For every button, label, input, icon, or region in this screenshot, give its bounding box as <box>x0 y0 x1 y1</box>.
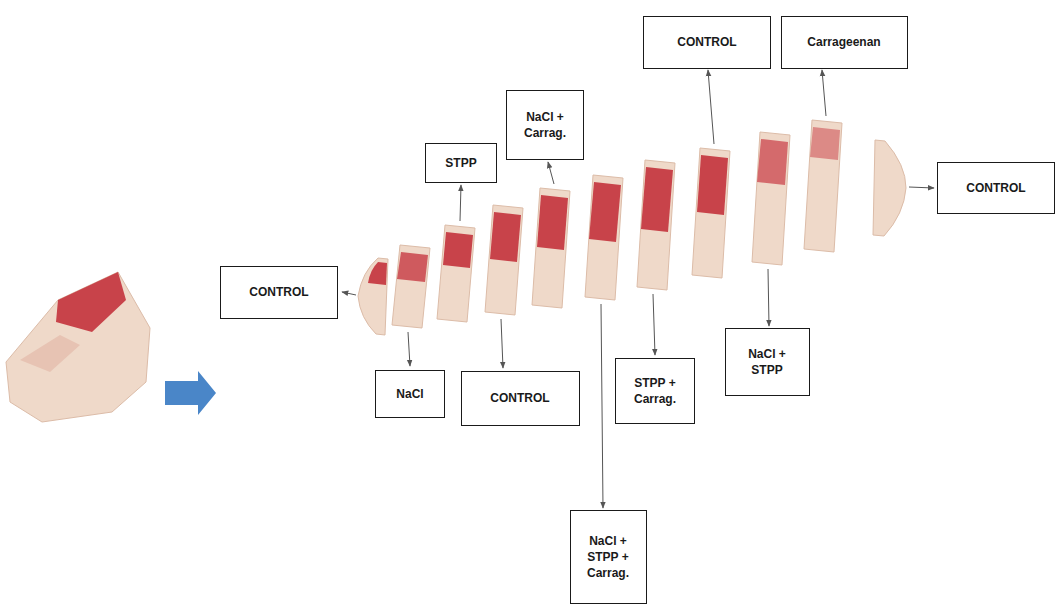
treatment-label: CONTROL <box>490 390 549 406</box>
treatment-box: NaCl + STPP + Carrag. <box>570 510 647 604</box>
treatment-label: NaCl + Carrag. <box>514 109 576 141</box>
treatment-label: STPP + Carrag. <box>623 375 687 407</box>
treatment-box: CONTROL <box>643 16 771 69</box>
process-arrow <box>165 371 216 415</box>
treatment-box: CONTROL <box>937 162 1055 214</box>
whole-cut <box>6 272 150 422</box>
leader-lines <box>342 70 934 508</box>
treatment-box: STPP <box>425 143 497 183</box>
treatment-label: CONTROL <box>249 284 308 300</box>
treatment-box: NaCl + Carrag. <box>506 90 584 160</box>
treatment-box: STPP + Carrag. <box>615 358 695 424</box>
treatment-label: STPP <box>445 155 476 171</box>
treatment-box: Carrageenan <box>781 16 908 69</box>
treatment-label: NaCl <box>396 386 423 402</box>
treatment-box: NaCl <box>375 370 445 418</box>
treatment-box: CONTROL <box>220 266 338 319</box>
treatment-label: Carrageenan <box>807 34 880 50</box>
treatment-label: NaCl + STPP <box>733 346 802 378</box>
sliced-meat <box>358 120 906 335</box>
treatment-box: NaCl + STPP <box>725 328 810 396</box>
treatment-label: CONTROL <box>677 34 736 50</box>
treatment-label: CONTROL <box>966 180 1025 196</box>
treatment-label: NaCl + STPP + Carrag. <box>578 533 639 582</box>
treatment-box: CONTROL <box>461 371 580 426</box>
